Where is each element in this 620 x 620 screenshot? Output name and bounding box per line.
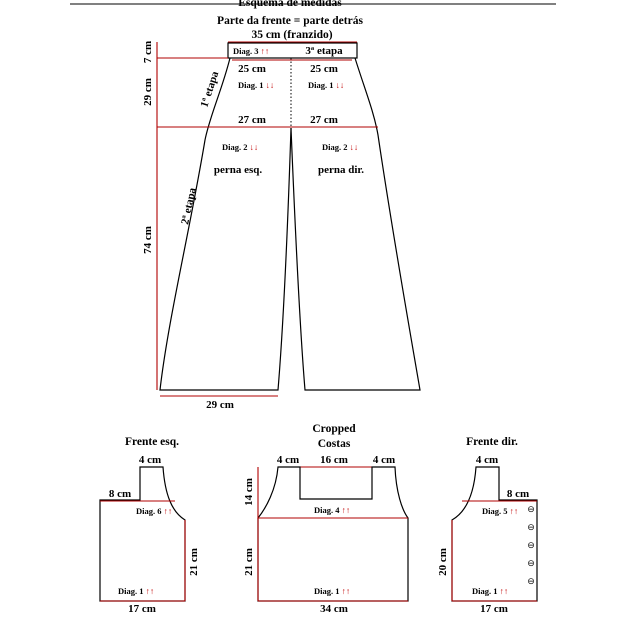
back-strap-right-width: 4 cm (373, 454, 395, 466)
back-body-height: 21 cm (243, 548, 255, 576)
front-left-strap-width: 4 cm (139, 454, 161, 466)
front-left-width: 17 cm (128, 603, 156, 615)
buttonhole-icon: ⊖ (527, 540, 535, 550)
waist-width-label: 35 cm (franzido) (251, 29, 332, 41)
front-right-width: 17 cm (480, 603, 508, 615)
buttonhole-icon: ⊖ (527, 576, 535, 586)
waistband (227, 42, 358, 59)
hem-width-label: 29 cm (206, 399, 234, 411)
back-outline (257, 466, 409, 602)
front-left-height: 21 cm (188, 548, 200, 576)
leg-height-label: 74 cm (142, 226, 154, 254)
left-leg-outline (159, 57, 292, 391)
diag1-right-label: Diag. 1 ↓↓ (308, 80, 344, 90)
front-left-title: Frente esq. (125, 436, 179, 448)
back-title-line1: Cropped (312, 423, 356, 435)
back-strap-left-width: 4 cm (277, 454, 299, 466)
waistband-height-label: 7 cm (142, 41, 154, 63)
back-armhole-height: 14 cm (243, 478, 255, 506)
leg-left-label: perna esq. (214, 164, 263, 176)
diag1-left-label: Diag. 1 ↓↓ (238, 80, 274, 90)
front-right-height: 20 cm (437, 548, 449, 576)
leg-right-label: perna dir. (318, 164, 364, 176)
hip-left-width: 27 cm (238, 114, 266, 126)
diagram-header: Esquema de medidas (238, 0, 342, 9)
back-width: 34 cm (320, 603, 348, 615)
diag2-right-label: Diag. 2 ↓↓ (322, 142, 358, 152)
front-right-title: Frente dir. (466, 436, 518, 448)
stage2-label: 2ª etapa (179, 186, 199, 225)
top-right-width: 25 cm (310, 63, 338, 75)
hip-height-label: 29 cm (142, 78, 154, 106)
front-right-neck-width: 8 cm (507, 488, 529, 500)
stage3-label: 3ª etapa (305, 45, 343, 57)
front-right-outline (451, 466, 538, 602)
buttonhole-icon: ⊖ (527, 558, 535, 568)
back-diag4: Diag. 4 ↑↑ (314, 505, 350, 515)
front-left-diag1: Diag. 1 ↑↑ (118, 586, 154, 596)
back-diag1: Diag. 1 ↑↑ (314, 586, 350, 596)
front-left-outline (99, 466, 186, 602)
diag2-left-label: Diag. 2 ↓↓ (222, 142, 258, 152)
buttonhole-icons: ⊖ ⊖ ⊖ ⊖ ⊖ (527, 504, 535, 586)
diagram-subtitle: Parte da frente = parte detrás (217, 15, 363, 27)
right-leg-outline (290, 57, 421, 391)
buttonhole-icon: ⊖ (527, 522, 535, 532)
buttonhole-icon: ⊖ (527, 504, 535, 514)
front-left-neck-width: 8 cm (109, 488, 131, 500)
back-neck-width: 16 cm (320, 454, 348, 466)
front-right-strap-width: 4 cm (476, 454, 498, 466)
front-left-diag6: Diag. 6 ↑↑ (136, 506, 172, 516)
top-left-width: 25 cm (238, 63, 266, 75)
front-right-diag5: Diag. 5 ↑↑ (482, 506, 518, 516)
front-right-diag1: Diag. 1 ↑↑ (472, 586, 508, 596)
hip-right-width: 27 cm (310, 114, 338, 126)
stage1-label: 1ª etapa (198, 69, 221, 109)
diag3-label: Diag. 3 ↑↑ (233, 46, 269, 56)
back-title-line2: Costas (318, 438, 351, 450)
